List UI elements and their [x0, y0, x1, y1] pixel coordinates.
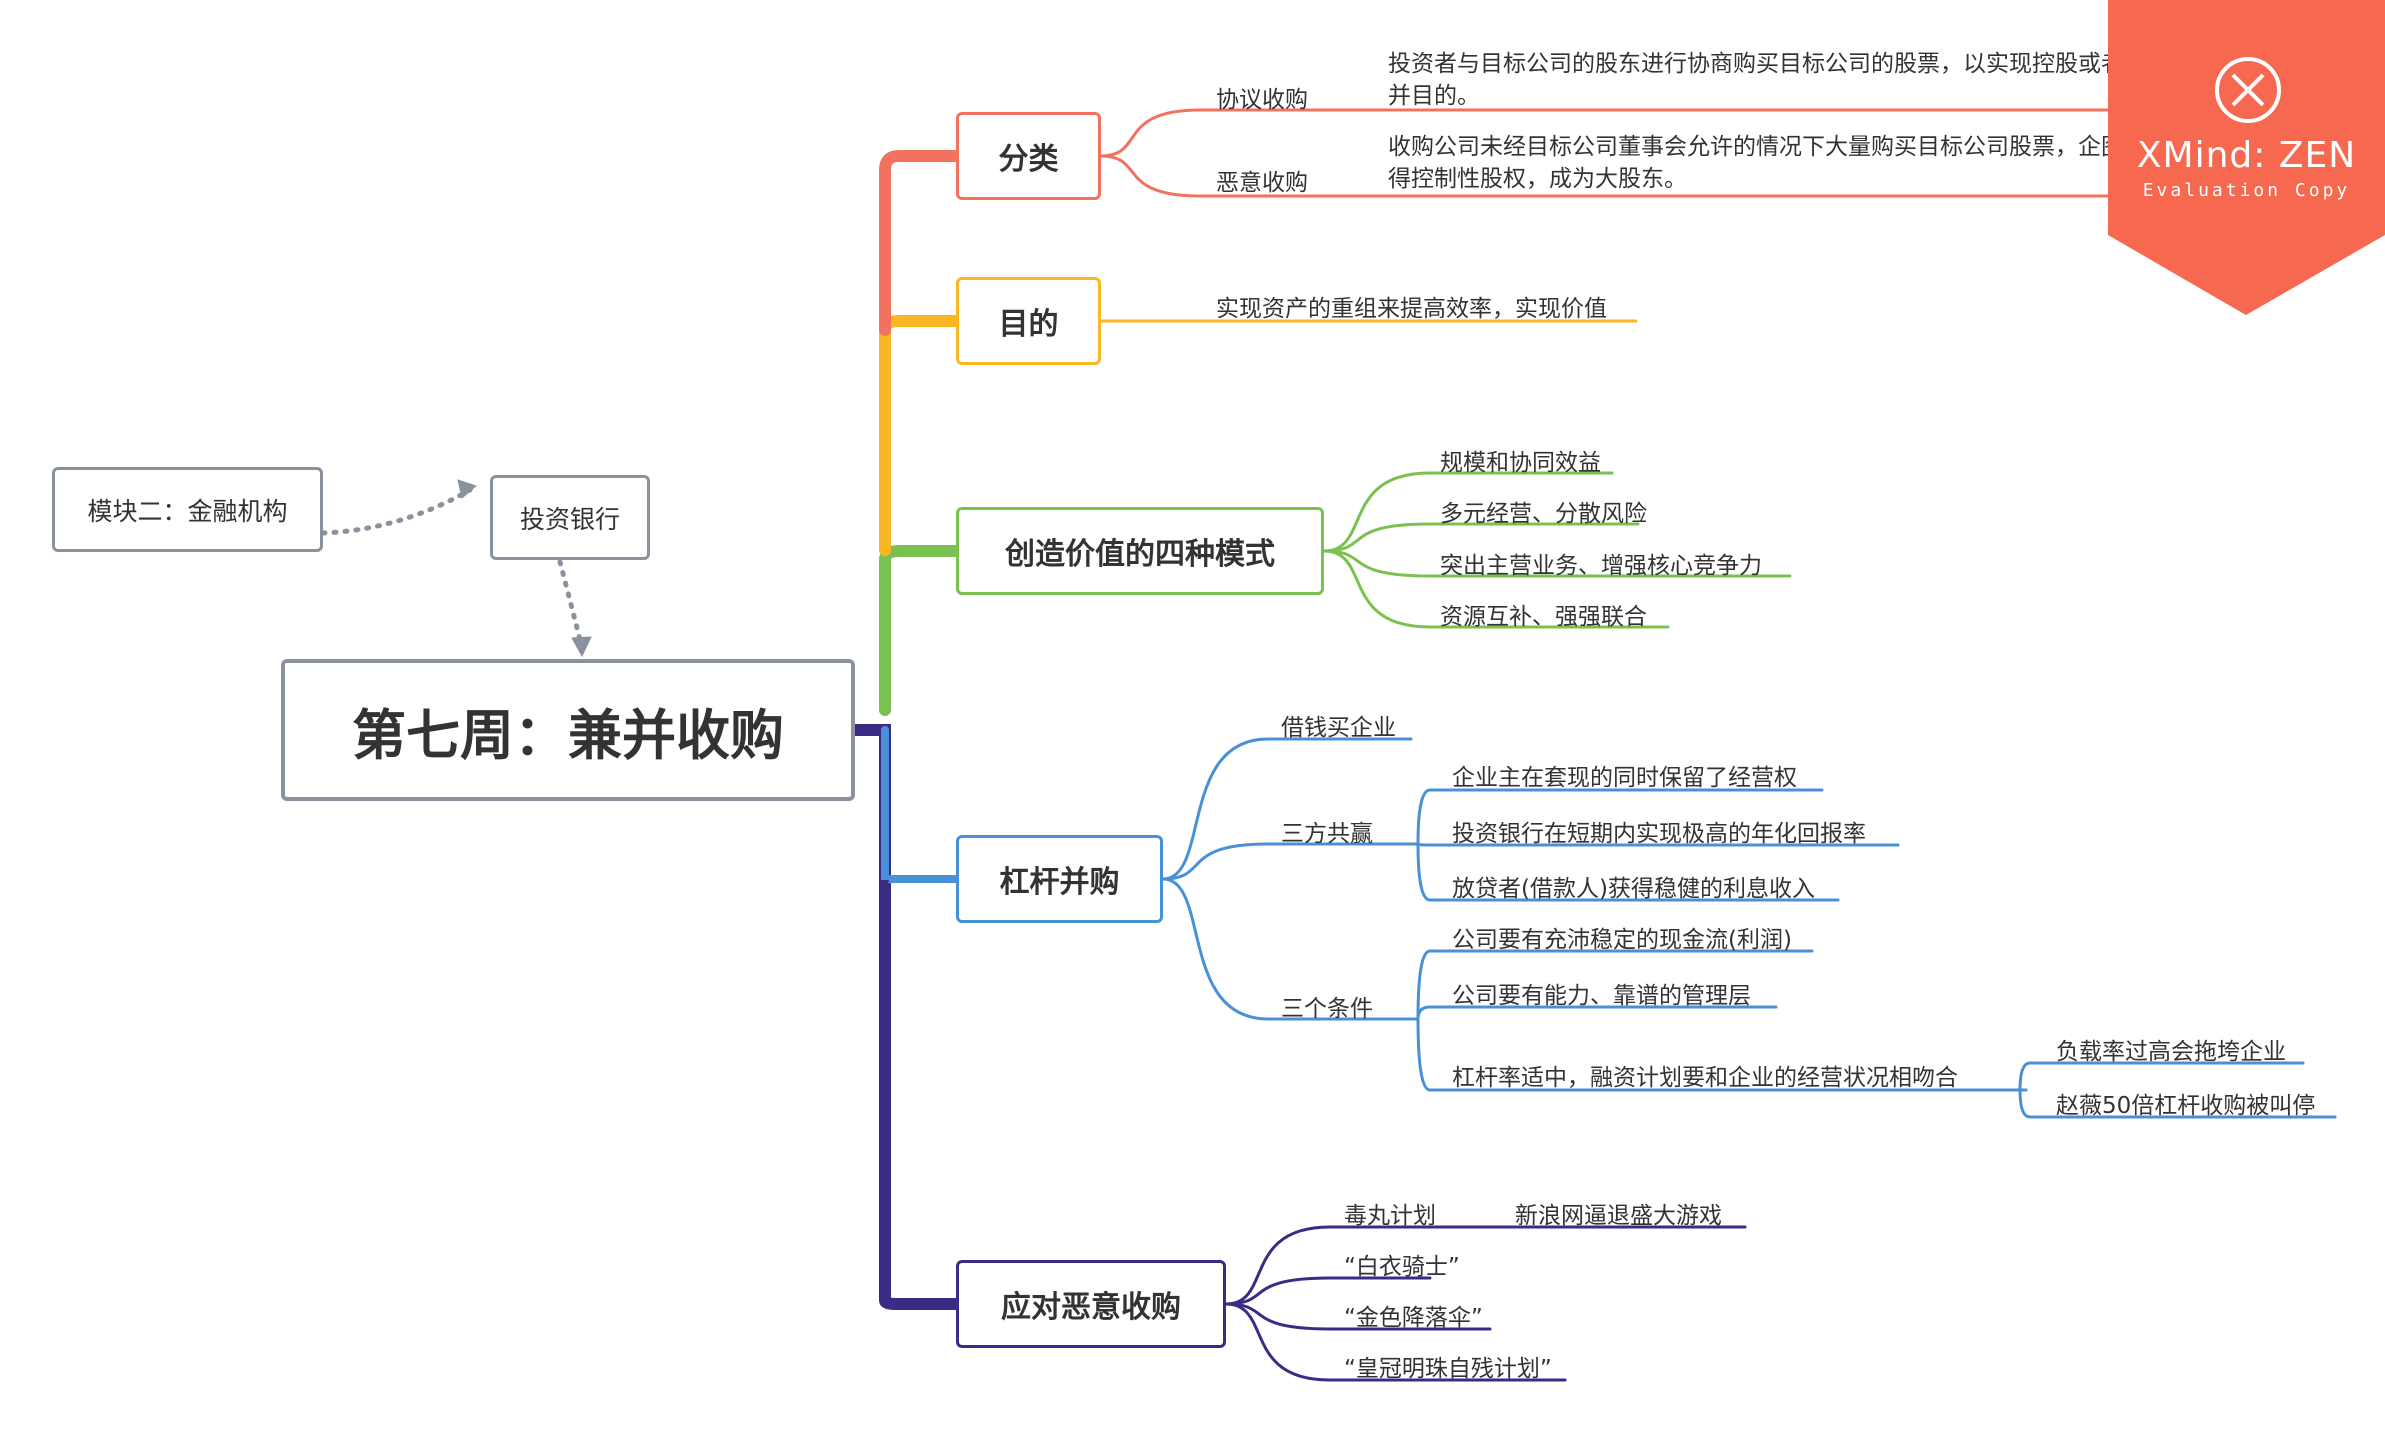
evaluation-badge: XMind: ZEN Evaluation Copy — [2108, 0, 2385, 315]
branch-value-modes[interactable]: 创造价值的四种模式 — [956, 507, 1324, 595]
lbo-win-item-lender[interactable]: 放贷者(借款人)获得稳健的利息收入 — [1452, 876, 1815, 902]
defense-item-white-knight[interactable]: “白衣骑士” — [1344, 1254, 1460, 1280]
classify-item-agreement[interactable]: 协议收购 — [1216, 87, 1308, 113]
value-item-synergy[interactable]: 资源互补、强强联合 — [1440, 604, 1647, 630]
root-topic[interactable]: 第七周：兼并收购 — [281, 659, 855, 801]
branch-defense[interactable]: 应对恶意收购 — [956, 1260, 1226, 1348]
value-item-core[interactable]: 突出主营业务、增强核心竞争力 — [1440, 553, 1762, 579]
lbo-cond-item-management[interactable]: 公司要有能力、靠谱的管理层 — [1452, 983, 1751, 1009]
lbo-cond-item-cash[interactable]: 公司要有充沛稳定的现金流(利润) — [1452, 927, 1792, 953]
value-link-0 — [1322, 471, 1432, 553]
lbo-win-item-owner[interactable]: 企业主在套现的同时保留了经营权 — [1452, 765, 1797, 791]
lbo-win-link-2 — [1409, 842, 1840, 902]
defense-item-crown-jewel[interactable]: “皇冠明珠自残计划” — [1344, 1356, 1552, 1382]
lbo-link-win — [1161, 842, 1270, 881]
spine-purpose — [879, 315, 962, 556]
value-link-1 — [1322, 522, 1432, 553]
lbo-item-borrow[interactable]: 借钱买企业 — [1281, 715, 1396, 741]
classify-link-hostile — [1099, 154, 1202, 198]
value-item-diversify[interactable]: 多元经营、分散风险 — [1440, 501, 1647, 527]
lbo-item-win[interactable]: 三方共赢 — [1281, 821, 1373, 847]
branch-defense-label: 应对恶意收购 — [1001, 1290, 1181, 1325]
branch-lbo[interactable]: 杠杆并购 — [956, 835, 1163, 923]
parent-topic-label: 投资银行 — [519, 504, 620, 534]
branch-classify-label: 分类 — [998, 142, 1059, 177]
value-link-2 — [1322, 549, 1432, 578]
root-topic-label: 第七周：兼并收购 — [352, 703, 784, 767]
spine-classify — [879, 150, 962, 336]
spine-value — [879, 545, 962, 716]
badge-brand: XMind: ZEN — [2136, 135, 2357, 176]
lbo-link-cond — [1161, 877, 1270, 1021]
branch-purpose-label: 目的 — [998, 307, 1059, 342]
spine-lbo — [881, 726, 960, 884]
branch-purpose[interactable]: 目的 — [956, 277, 1101, 365]
context-arrowhead-parent — [571, 636, 592, 658]
lbo-win-item-bank[interactable]: 投资银行在短期内实现极高的年化回报率 — [1452, 821, 1866, 847]
module-label: 模块二：金融机构 — [87, 496, 288, 526]
defense-item-pill[interactable]: 毒丸计划 — [1344, 1203, 1436, 1229]
context-arrow-parent — [557, 559, 583, 643]
branch-classify[interactable]: 分类 — [956, 112, 1101, 200]
classify-desc-hostile[interactable]: 收购公司未经目标公司董事会允许的情况下大量购买目标公司股票，企图取得控制性股权，… — [1388, 134, 2147, 192]
value-item-scale[interactable]: 规模和协同效益 — [1440, 450, 1601, 476]
module-node[interactable]: 模块二：金融机构 — [52, 467, 323, 552]
lbo-sub-link-1 — [2018, 1088, 2337, 1119]
classify-desc-agreement[interactable]: 投资者与目标公司的股东进行协商购买目标公司的股票，以实现控股或者兼并目的。 — [1388, 51, 2147, 109]
defense-pill-example[interactable]: 新浪网逼退盛大游戏 — [1515, 1203, 1722, 1229]
classify-item-hostile[interactable]: 恶意收购 — [1216, 170, 1308, 196]
defense-link-0 — [1224, 1225, 1332, 1306]
badge-note: Evaluation Copy — [2142, 180, 2351, 201]
branch-lbo-label: 杠杆并购 — [999, 865, 1120, 900]
context-arrowhead-module — [457, 479, 477, 499]
defense-link-3 — [1224, 1302, 1332, 1382]
xmind-logo-icon — [2231, 73, 2265, 107]
defense-item-golden-parachute[interactable]: “金色降落伞” — [1344, 1305, 1483, 1331]
classify-link-agreement — [1099, 108, 1202, 158]
defense-link-2 — [1224, 1302, 1332, 1331]
lbo-cond-link-2 — [1409, 1017, 2028, 1092]
spine-defense — [849, 724, 962, 1310]
badge-shape — [2108, 0, 2385, 315]
defense-link-1 — [1224, 1276, 1332, 1306]
value-link-3 — [1322, 549, 1432, 629]
lbo-cond-item-leverage[interactable]: 杠杆率适中，融资计划要和企业的经营状况相吻合 — [1452, 1065, 1958, 1091]
purpose-item[interactable]: 实现资产的重组来提高效率，实现价值 — [1216, 296, 1607, 322]
parent-topic-node[interactable]: 投资银行 — [490, 475, 650, 560]
lbo-item-cond[interactable]: 三个条件 — [1281, 996, 1373, 1022]
lbo-sub-item-overload[interactable]: 负载率过高会拖垮企业 — [2056, 1039, 2286, 1065]
branch-value-modes-label: 创造价值的四种模式 — [1005, 537, 1275, 572]
lbo-sub-item-zhaowei[interactable]: 赵薇50倍杠杆收购被叫停 — [2056, 1093, 2316, 1119]
lbo-link-borrow — [1161, 737, 1270, 881]
context-arrow-module — [320, 487, 473, 536]
